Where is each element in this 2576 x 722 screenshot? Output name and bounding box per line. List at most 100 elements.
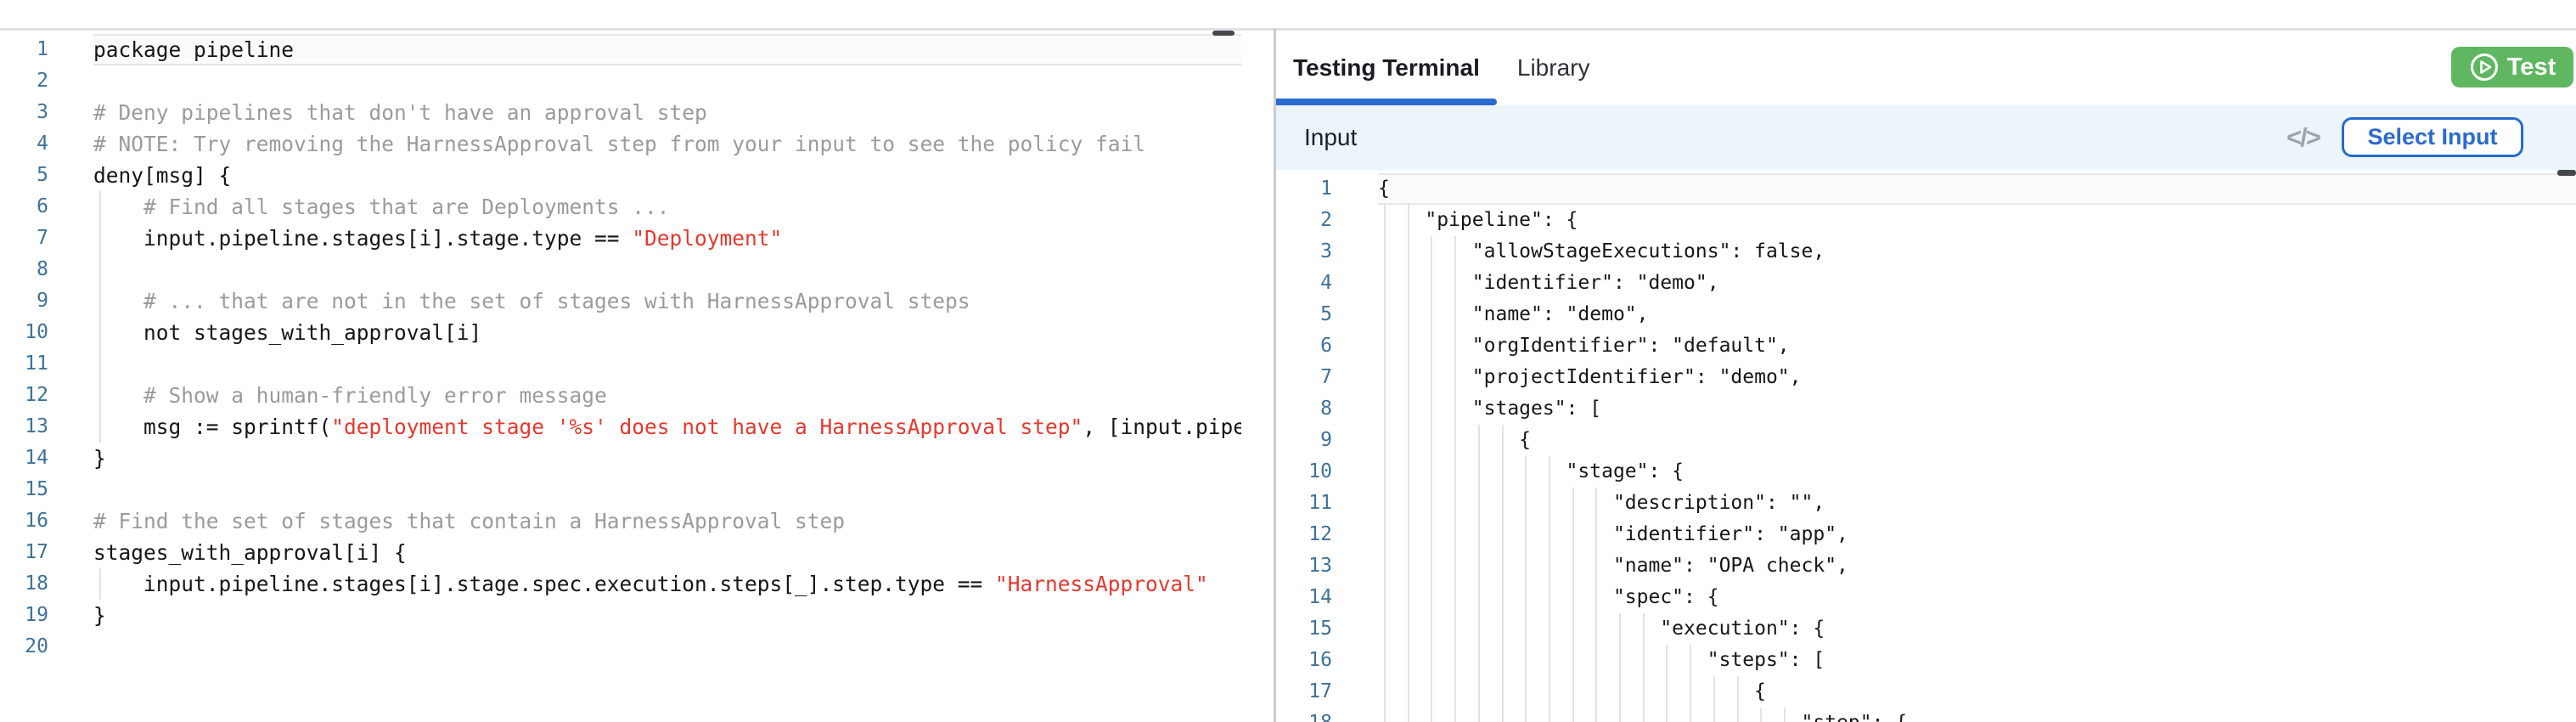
indent-guide — [1407, 456, 1409, 488]
indent-guide — [1454, 676, 1457, 708]
line-number: 2 — [1320, 209, 1332, 231]
right-editor-scrollbar-thumb[interactable] — [2557, 170, 2576, 176]
test-button[interactable]: Test — [2451, 47, 2573, 87]
code-line[interactable]: 15 — [0, 474, 1241, 505]
code-line[interactable]: 8 "stages": [ — [1276, 393, 2576, 425]
indent-guide — [1431, 708, 1433, 722]
code-line[interactable]: 18 "step": { — [1276, 708, 2576, 722]
line-number: 13 — [1308, 555, 1332, 577]
indent-guide — [99, 348, 101, 380]
code-line[interactable]: 10 "stage": { — [1276, 456, 2576, 488]
input-json-editor[interactable]: 1{2 "pipeline": {3 "allowStageExecutions… — [1276, 170, 2576, 722]
active-line-highlight — [93, 34, 1241, 65]
code-line[interactable]: 11 "description": "", — [1276, 488, 2576, 519]
tab-library[interactable]: Library — [1516, 54, 1590, 81]
indent-guide — [1595, 519, 1598, 550]
indent-guide — [1525, 550, 1527, 582]
indent-guide — [1619, 645, 1621, 676]
panel-split-divider[interactable] — [1274, 28, 1276, 722]
indent-guide — [1431, 645, 1433, 676]
indent-guide — [1431, 330, 1433, 362]
line-number: 17 — [1308, 680, 1332, 702]
line-number: 11 — [1308, 492, 1332, 514]
code-line[interactable]: 17 { — [1276, 676, 2576, 708]
indent-guide — [1736, 676, 1739, 708]
code-line[interactable]: 15 "execution": { — [1276, 613, 2576, 645]
code-line[interactable]: 16 "steps": [ — [1276, 645, 2576, 676]
code-text: not stages_with_approval[i] — [93, 320, 482, 345]
indent-guide — [1572, 519, 1574, 550]
code-line[interactable]: 12 # Show a human-friendly error message — [0, 380, 1241, 411]
line-number: 5 — [1320, 303, 1332, 325]
code-line[interactable]: 5 "name": "demo", — [1276, 299, 2576, 330]
indent-guide — [1454, 362, 1457, 393]
code-line[interactable]: 8 — [0, 254, 1241, 285]
code-text: package pipeline — [93, 37, 295, 62]
indent-guide — [99, 285, 101, 317]
line-number: 14 — [1308, 586, 1332, 608]
line-number: 15 — [1308, 618, 1332, 640]
indent-guide — [1407, 330, 1409, 362]
indent-guide — [1407, 268, 1409, 299]
indent-guide — [1572, 645, 1574, 676]
indent-guide — [1431, 519, 1433, 550]
code-line[interactable]: 20 — [0, 631, 1241, 663]
code-line[interactable]: 4# NOTE: Try removing the HarnessApprova… — [0, 128, 1241, 160]
code-line[interactable]: 7 "projectIdentifier": "demo", — [1276, 362, 2576, 393]
code-text: # Find all stages that are Deployments .… — [93, 195, 670, 219]
code-line[interactable]: 16 # Find the set of stages that contain … — [0, 505, 1241, 537]
indent-guide — [1548, 550, 1550, 582]
indent-guide — [1384, 550, 1386, 582]
indent-guide — [1619, 676, 1621, 708]
indent-guide — [1431, 488, 1433, 519]
indent-guide — [1407, 299, 1409, 330]
code-line[interactable]: 6 # Find all stages that are Deployments… — [0, 191, 1241, 223]
indent-guide — [1690, 708, 1692, 722]
code-line[interactable]: 2 — [0, 65, 1241, 97]
indent-guide — [1477, 456, 1480, 488]
code-line[interactable]: 9 { — [1276, 425, 2576, 456]
input-section-header: Input </> Select Input — [1276, 105, 2576, 170]
code-line[interactable]: 1{ — [1276, 173, 2576, 205]
code-line[interactable]: 18 input.pipeline.stages[i].stage.spec.e… — [0, 568, 1241, 600]
code-text: "projectIdentifier": "demo", — [1378, 366, 1802, 388]
indent-guide — [1477, 488, 1480, 519]
indent-guide — [1431, 362, 1433, 393]
code-line[interactable]: 3# Deny pipelines that don't have an app… — [0, 97, 1241, 128]
code-line[interactable]: 12 "identifier": "app", — [1276, 519, 2576, 550]
indent-guide — [99, 380, 101, 411]
code-line[interactable]: 11 — [0, 348, 1241, 380]
indent-guide — [1501, 676, 1504, 708]
indent-guide — [1407, 362, 1409, 393]
indent-guide — [1642, 613, 1645, 645]
code-text: } — [93, 446, 106, 471]
select-input-button[interactable]: Select Input — [2342, 117, 2523, 157]
code-line[interactable]: 2 "pipeline": { — [1276, 205, 2576, 236]
code-line[interactable]: 7 input.pipeline.stages[i].stage.type ==… — [0, 223, 1241, 254]
indent-guide — [1525, 708, 1527, 722]
code-text: deny[msg] { — [93, 163, 232, 188]
indent-guide — [1477, 676, 1480, 708]
left-editor-scrollbar-thumb[interactable] — [1212, 31, 1235, 36]
line-number: 3 — [37, 101, 48, 123]
code-text: # Find the set of stages that contain a … — [93, 509, 846, 533]
code-line[interactable]: 9 # ... that are not in the set of stage… — [0, 285, 1241, 317]
line-number: 16 — [25, 510, 48, 532]
indent-guide — [1548, 456, 1550, 488]
code-line[interactable]: 13 msg := sprintf("deployment stage '%s'… — [0, 411, 1241, 443]
code-line[interactable]: 19} — [0, 600, 1241, 631]
indent-guide — [99, 568, 101, 600]
code-line[interactable]: 3 "allowStageExecutions": false, — [1276, 236, 2576, 268]
code-line[interactable]: 6 "orgIdentifier": "default", — [1276, 330, 2576, 362]
code-line[interactable]: 4 "identifier": "demo", — [1276, 268, 2576, 299]
code-line[interactable]: 10 not stages_with_approval[i] — [0, 317, 1241, 348]
code-line[interactable]: 13 "name": "OPA check", — [1276, 550, 2576, 582]
code-line[interactable]: 14 "spec": { — [1276, 582, 2576, 613]
tab-testing-terminal[interactable]: Testing Terminal — [1293, 54, 1480, 81]
code-view-toggle-icon[interactable]: </> — [2286, 122, 2321, 152]
code-line[interactable]: 14} — [0, 443, 1241, 474]
